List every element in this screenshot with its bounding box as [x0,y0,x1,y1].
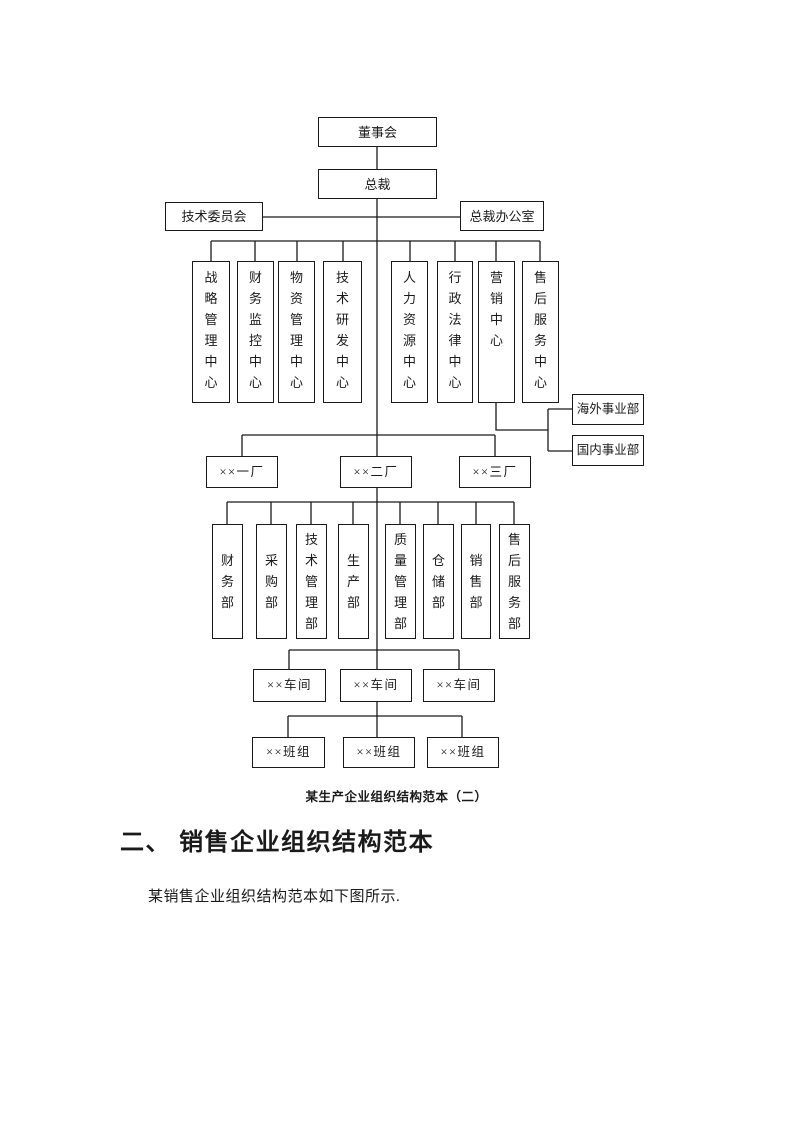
center-box-strategy: 战略管理中心 [192,261,230,403]
department-box-sales: 销售部 [461,524,491,639]
factory-label: ××三厂 [472,464,518,479]
department-box-warehouse: 仓储部 [423,524,454,639]
department-label: 售后服务部 [507,532,521,631]
center-box-marketing: 营销中心 [478,261,515,403]
team-box-2: ××班组 [343,737,415,768]
center-box-after-sales: 售后服务中心 [522,261,559,403]
center-box-finance-supervision: 财务监控中心 [237,261,274,403]
factory-label: ××一厂 [219,464,265,479]
factory-box-1: ××一厂 [206,456,278,488]
workshop-label: ××车间 [436,678,482,693]
president-label: 总裁 [364,176,391,192]
center-box-materials: 物资管理中心 [278,261,315,403]
department-box-after-sales: 售后服务部 [499,524,530,639]
board-label: 董事会 [357,124,397,140]
org-chart: 董事会 总裁 技术委员会 总裁办公室 战略管理中心 财务监控中心 物资管理中心 … [165,117,644,804]
department-box-purchasing: 采购部 [256,524,287,639]
workshop-box-2: ××车间 [340,669,412,702]
workshop-box-1: ××车间 [253,669,326,702]
center-label: 物资管理中心 [289,270,303,390]
workshop-label: ××车间 [266,678,313,693]
center-label: 营销中心 [489,270,503,348]
center-label: 行政法律中心 [448,270,462,390]
team-label: ××班组 [265,745,312,760]
chart-caption: 某生产企业组织结构范本（二） [305,790,488,804]
department-label: 销售部 [469,553,483,610]
org-chart-connector-lines [210,147,572,737]
team-label: ××班组 [440,745,486,760]
tech-committee-box: 技术委员会 [165,202,263,231]
division-box-overseas: 海外事业部 [572,394,644,425]
division-box-domestic: 国内事业部 [572,435,644,466]
center-box-admin-legal: 行政法律中心 [437,261,473,403]
department-label: 生产部 [346,553,360,610]
department-box-production: 生产部 [338,524,369,639]
center-label: 技术研发中心 [335,270,349,390]
president-box: 总裁 [318,169,437,199]
department-box-tech-mgmt: 技术管理部 [296,524,327,639]
center-label: 售后服务中心 [533,270,547,390]
department-label: 仓储部 [431,553,445,610]
body-paragraph: 某销售企业组织结构范本如下图所示. [148,889,401,905]
center-label: 战略管理中心 [204,270,218,390]
factory-box-2: ××二厂 [340,456,412,488]
center-box-tech-rd: 技术研发中心 [323,261,362,403]
team-box-1: ××班组 [252,737,325,768]
division-label: 海外事业部 [576,402,640,417]
factory-box-3: ××三厂 [459,456,531,488]
department-label: 质量管理部 [393,532,407,631]
factory-label: ××二厂 [353,464,399,479]
section-heading: 二、 销售企业组织结构范本 [120,829,435,856]
division-label: 国内事业部 [576,443,640,458]
team-label: ××班组 [356,745,402,760]
department-box-finance: 财务部 [212,524,243,639]
center-label: 财务监控中心 [248,270,262,390]
workshop-box-3: ××车间 [423,669,495,702]
department-label: 采购部 [264,553,278,610]
department-label: 技术管理部 [304,532,318,631]
president-office-box: 总裁办公室 [460,201,544,231]
board-box: 董事会 [318,117,437,147]
president-office-label: 总裁办公室 [469,208,535,224]
tech-committee-label: 技术委员会 [181,209,247,224]
department-label: 财务部 [220,553,234,610]
center-label: 人力资源中心 [402,270,416,390]
team-box-3: ××班组 [427,737,499,768]
department-box-quality: 质量管理部 [385,524,416,639]
center-box-hr: 人力资源中心 [391,261,428,403]
workshop-label: ××车间 [353,678,399,693]
